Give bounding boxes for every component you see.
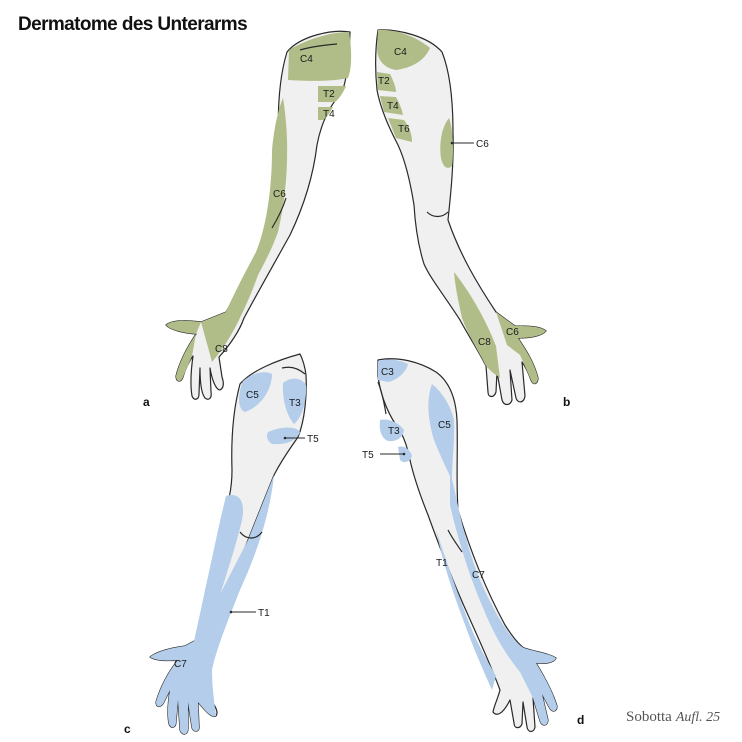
label-b-c8: C8: [478, 337, 491, 348]
dermatome-c7-c: [150, 475, 274, 735]
label-a-c6: C6: [273, 189, 286, 200]
dermatome-t3-d: [379, 419, 404, 442]
label-b-c6-arm: C6: [476, 139, 489, 150]
dermatome-t2-a: [318, 86, 346, 102]
dermatome-t3-c: [282, 378, 307, 424]
panel-letter-c: c: [124, 722, 131, 736]
panel-d: C3 T3 C5 T5 T1 C7 d: [362, 358, 584, 733]
label-d-t5: T5: [362, 450, 374, 461]
label-c-t3: T3: [289, 398, 301, 409]
dermatome-t2-b: [377, 72, 396, 92]
dermatome-t1-d: [436, 530, 496, 690]
crease-c: [239, 531, 263, 539]
dermatome-t1-c: [190, 495, 244, 665]
dermatome-t6-b: [388, 118, 412, 142]
label-a-t4: T4: [323, 109, 335, 120]
leader-dot-d-t5: [402, 452, 406, 456]
crease-c2: [281, 366, 306, 375]
dermatome-c5-c: [239, 372, 272, 412]
dermatome-c8-a: [166, 236, 270, 382]
leader-dot-b-c6: [450, 141, 454, 145]
label-c-t1: T1: [258, 608, 270, 619]
dermatome-t4-a: [318, 107, 333, 120]
figure-title: Dermatome des Unterarms: [18, 14, 248, 35]
crease-d: [447, 529, 463, 553]
dermatome-c3-d: [378, 359, 408, 382]
label-c-c5: C5: [246, 390, 259, 401]
label-c-c7: C7: [174, 659, 187, 670]
panel-c: C5 T3 T5 T1 C7 c: [124, 353, 319, 736]
label-b-c6-hand: C6: [506, 327, 519, 338]
dermatome-c4-a: [288, 32, 352, 81]
crease-b: [426, 211, 449, 218]
dermatome-c6-hand-b: [496, 312, 546, 384]
label-c-t5: T5: [307, 434, 319, 445]
crease-a: [271, 197, 287, 229]
leader-dot-c-t1: [229, 610, 233, 614]
label-d-t3: T3: [388, 426, 400, 437]
credit-text: Sobotta: [626, 709, 672, 725]
dermatome-c8-b: [454, 272, 500, 378]
dermatome-c5-d: [428, 384, 455, 480]
label-b-t4: T4: [387, 101, 399, 112]
dermatome-c7-d: [450, 470, 557, 726]
label-a-c4: C4: [300, 54, 313, 65]
label-d-c5: C5: [438, 420, 451, 431]
label-d-c7: C7: [472, 570, 485, 581]
dermatome-t4-b: [380, 96, 403, 115]
dermatome-c4-b: [377, 29, 430, 70]
label-d-c3: C3: [381, 367, 394, 378]
leader-dot-c-t5: [283, 436, 287, 440]
crease-d2: [377, 381, 387, 415]
panel-a: C4 T2 T4 C6 C8 a: [143, 30, 352, 409]
credit-edition: Aufl. 25: [675, 710, 721, 725]
panel-b: C4 T2 T4 T6 C6 C8 C6 b: [375, 29, 570, 409]
crease-a2: [299, 43, 338, 51]
label-a-c8: C8: [215, 344, 228, 355]
panel-letter-a: a: [143, 395, 150, 409]
dermatome-c6-a: [210, 98, 288, 352]
label-b-t6: T6: [398, 124, 410, 135]
panel-letter-d: d: [577, 713, 584, 727]
label-b-t2: T2: [378, 76, 390, 87]
dermatome-t5-c: [267, 427, 300, 445]
arm-outline-b: [375, 29, 547, 406]
label-b-c4: C4: [394, 47, 407, 58]
label-a-t2: T2: [323, 89, 335, 100]
panel-letter-b: b: [563, 395, 570, 409]
label-d-t1: T1: [436, 558, 448, 569]
dermatome-c6-arm-b: [440, 118, 453, 168]
